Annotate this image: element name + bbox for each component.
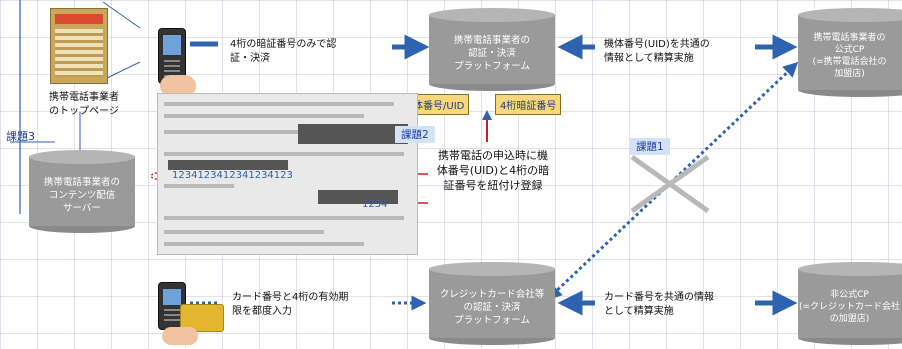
issue2-label: 課題2 xyxy=(395,126,435,143)
official-cp-text: 携帯電話事業者の 公式CP (=携帯電話会社の 加盟店) xyxy=(812,33,887,79)
content-server-cylinder: 携帯電話事業者の コンテンツ配信 サーバー xyxy=(28,150,136,234)
hand-icon-bottom xyxy=(162,327,198,345)
card-input-label: カード番号と4桁の有効期 限を都度入力 xyxy=(232,292,349,317)
carrier-platform-text: 携帯電話事業者の 認証・決済 プラットフォーム xyxy=(453,34,530,72)
form-uid-value: 1234123412341234123 xyxy=(172,170,293,181)
unofficial-cp-cylinder: 非公式CP (=クレジットカード会社 の加盟店) xyxy=(797,262,902,346)
card-platform-cylinder: クレジットカード会社等 の認証・決済 プラットフォーム xyxy=(428,262,556,346)
uid-settlement-label: 機体番号(UID)を共通の 情報として精算実施 xyxy=(604,39,710,64)
unofficial-cp-text: 非公式CP (=クレジットカード会社 の加盟店) xyxy=(798,290,901,324)
carrier-top-page-thumbnail xyxy=(50,8,108,84)
carrier-platform-cylinder: 携帯電話事業者の 認証・決済 プラットフォーム xyxy=(428,8,556,92)
application-form-image xyxy=(157,93,418,255)
issue3-label: 課題3 xyxy=(6,130,35,143)
card-settlement-label: カード番号を共通の情報 として精算実施 xyxy=(604,292,714,317)
issue1-label: 課題1 xyxy=(630,138,670,155)
topleft-diag-line-2 xyxy=(102,61,141,81)
registration-caption: 携帯電話の申込時に機 体番号(UID)と4桁の暗 証番号を紐付け登録 xyxy=(436,149,550,192)
pin-auth-label: 4桁の暗証番号のみで認 証・決済 xyxy=(230,39,337,64)
credit-card-icon xyxy=(180,304,224,332)
pin-tag: 4桁暗証番号 xyxy=(495,94,562,115)
form-pin-value: 1234 xyxy=(362,199,388,210)
content-server-text: 携帯電話事業者の コンテンツ配信 サーバー xyxy=(43,176,120,214)
top-page-label: 携帯電話事業者 のトップページ xyxy=(49,92,119,117)
hand-icon xyxy=(160,75,196,97)
phone-icon xyxy=(158,28,186,84)
cross-line-b xyxy=(630,154,710,214)
card-platform-text: クレジットカード会社等 の認証・決済 プラットフォーム xyxy=(439,288,545,326)
topleft-diag-line xyxy=(102,1,141,29)
official-cp-cylinder: 携帯電話事業者の 公式CP (=携帯電話会社の 加盟店) xyxy=(797,8,902,98)
